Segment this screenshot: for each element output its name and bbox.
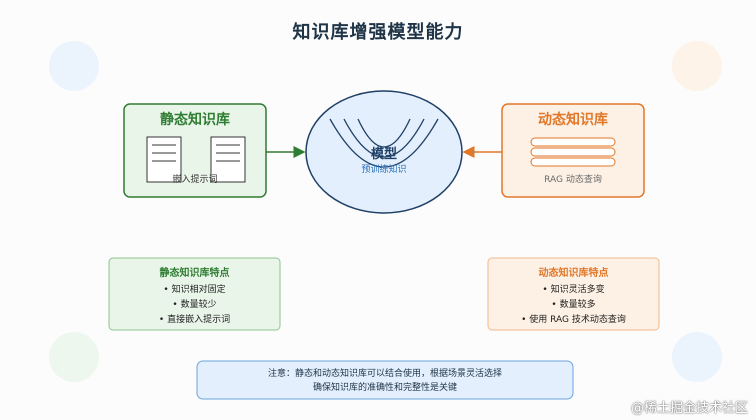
list-item: 数量较少	[109, 298, 280, 313]
model-curve	[343, 118, 425, 158]
list-item: 知识相对固定	[109, 283, 280, 298]
dynamic-kb-title: 动态知识库	[538, 112, 608, 128]
decor-circle-bottom-right	[672, 332, 722, 382]
dynamic-features-card: 动态知识库特点 知识灵活多变 数量较多 使用 RAG 技术动态查询	[488, 258, 659, 330]
dynamic-features-title: 动态知识库特点	[538, 268, 609, 279]
document-icon	[146, 136, 182, 183]
decor-circle-top-left	[49, 41, 99, 91]
model-curve	[329, 118, 439, 168]
watermark: @稀土掘金技术社区	[630, 401, 748, 416]
dynamic-kb-caption: RAG 动态查询	[544, 175, 602, 185]
list-item: 使用 RAG 技术动态查询	[488, 313, 659, 328]
list-item: 数量较多	[488, 298, 659, 313]
static-features-title: 静态知识库特点	[159, 268, 230, 279]
note-line: 注意：静态和动态知识库可以结合使用，根据场景灵活选择	[267, 369, 502, 379]
model-curve	[357, 118, 411, 148]
list-item: 直接嵌入提示词	[109, 313, 280, 328]
note-box-bg	[196, 360, 574, 400]
list-item: 知识灵活多变	[488, 283, 659, 298]
page-title: 知识库增强模型能力	[292, 22, 464, 43]
note-box: 注意：静态和动态知识库可以结合使用，根据场景灵活选择 确保知识库的准确性和完整性…	[197, 361, 573, 399]
static-features-card: 静态知识库特点 知识相对固定 数量较少 直接嵌入提示词	[109, 258, 280, 330]
static-kb-title: 静态知识库	[160, 112, 230, 128]
model-subtitle: 预训练知识	[361, 165, 407, 175]
decor-circle-bottom-left	[49, 332, 99, 382]
note-line: 确保知识库的准确性和完整性是关键	[312, 383, 457, 393]
dynamic-features-list: 知识灵活多变 数量较多 使用 RAG 技术动态查询	[488, 283, 659, 328]
static-features-list: 知识相对固定 数量较少 直接嵌入提示词	[109, 283, 280, 328]
database-icon	[530, 137, 616, 167]
decor-circle-top-right	[672, 41, 722, 91]
model-title: 模型	[370, 147, 397, 162]
static-kb-caption: 嵌入提示词	[172, 175, 218, 185]
document-icon	[210, 136, 246, 183]
